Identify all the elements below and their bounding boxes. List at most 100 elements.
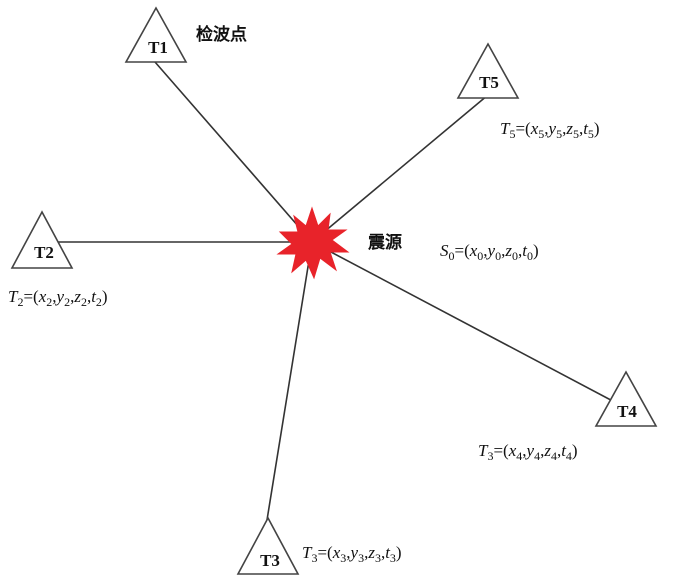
formula-comma: , (562, 119, 566, 138)
formula-var: x (469, 241, 478, 260)
formula-var-subscript: 2 (96, 295, 102, 309)
formula-subscript: 3 (487, 449, 493, 463)
receiver-label-t3: T3 (260, 551, 280, 570)
formula-var: z (367, 543, 375, 562)
formula-close-paren: ) (572, 441, 578, 460)
formula-var-subscript: 4 (566, 449, 572, 463)
formula-subscript: 0 (449, 249, 455, 263)
formula-symbol: T (302, 543, 313, 562)
formula-var-subscript: 4 (551, 449, 557, 463)
formula-comma: , (381, 543, 385, 562)
seismic-source-star (276, 206, 350, 280)
formula-var-subscript: 5 (538, 127, 544, 141)
formula-close-paren: ) (396, 543, 402, 562)
ray-t3 (266, 241, 313, 521)
receiver-caption: 检波点 (196, 24, 247, 45)
formula-t2: T2=(x2,y2,z2,t2) (8, 287, 108, 309)
formula-var: x (38, 287, 47, 306)
formula-var-subscript: 3 (358, 551, 364, 565)
formula-symbol: T (500, 119, 511, 138)
formula-var: y (525, 441, 535, 460)
formula-close-paren: ) (533, 241, 539, 260)
formula-close-paren: ) (594, 119, 600, 138)
formula-var-subscript: 0 (512, 249, 518, 263)
ray-t5 (311, 94, 489, 243)
formula-comma: , (501, 241, 505, 260)
formula-t4: T3=(x4,y4,z4,t4) (478, 441, 578, 463)
formula-var: z (73, 287, 81, 306)
formula-comma: , (557, 441, 561, 460)
receivers (10, 6, 658, 575)
receiver-triangle-t2 (10, 210, 74, 269)
formula-symbol: T (8, 287, 19, 306)
receiver-triangle-t4 (594, 370, 658, 427)
formula-open-paren: =( (317, 543, 333, 562)
formula-var-subscript: 0 (477, 249, 483, 263)
formula-open-paren: =( (23, 287, 39, 306)
formula-var: y (547, 119, 557, 138)
ray-t4 (311, 241, 625, 408)
formula-comma: , (87, 287, 91, 306)
receiver-label-t1: T1 (148, 38, 168, 57)
formula-comma: , (579, 119, 583, 138)
formula-var-subscript: 5 (588, 127, 594, 141)
receiver-triangle-t3 (236, 516, 300, 575)
formula-comma: , (483, 241, 487, 260)
formula-var-subscript: 2 (64, 295, 70, 309)
formula-subscript: 3 (311, 551, 317, 565)
formula-symbol: T (478, 441, 489, 460)
formula-var: x (530, 119, 539, 138)
formula-var: z (504, 241, 512, 260)
formula-t5: T5=(x5,y5,z5,t5) (500, 119, 600, 141)
receiver-label-t4: T4 (617, 402, 637, 421)
formula-subscript: 5 (509, 127, 515, 141)
formula-comma: , (52, 287, 56, 306)
formula-open-paren: =( (515, 119, 531, 138)
formula-var: x (332, 543, 341, 562)
formula-comma: , (346, 543, 350, 562)
formula-var-subscript: 4 (534, 449, 540, 463)
formula-comma: , (518, 241, 522, 260)
formula-close-paren: ) (102, 287, 108, 306)
formula-comma: , (540, 441, 544, 460)
receiver-label-t2: T2 (34, 243, 54, 262)
formula-var-subscript: 3 (390, 551, 396, 565)
formula-comma: , (544, 119, 548, 138)
formula-var: t (583, 119, 589, 138)
formula-var: z (565, 119, 573, 138)
formula-var-subscript: 3 (340, 551, 346, 565)
formula-subscript: 2 (17, 295, 23, 309)
formula-var-subscript: 5 (573, 127, 579, 141)
formula-group: S0=(x0,y0,z0,t0)T2=(x2,y2,z2,t2)T3=(x3,y… (8, 119, 600, 565)
formula-var: t (561, 441, 567, 460)
formula-var: y (486, 241, 496, 260)
formula-var-subscript: 0 (495, 249, 501, 263)
formula-var: t (91, 287, 97, 306)
source-caption: 震源 (367, 232, 402, 253)
formula-comma: , (70, 287, 74, 306)
receiver-label-t5: T5 (479, 73, 499, 92)
formula-var: y (55, 287, 65, 306)
formula-var-subscript: 5 (556, 127, 562, 141)
formula-var-subscript: 2 (46, 295, 52, 309)
ray-t1 (154, 61, 313, 243)
formula-var: z (543, 441, 551, 460)
formula-comma: , (522, 441, 526, 460)
receiver-triangle-t1 (124, 6, 188, 63)
receiver-triangle-t5 (456, 42, 520, 99)
formula-var-subscript: 3 (375, 551, 381, 565)
formula-var-subscript: 0 (527, 249, 533, 263)
formula-var: t (522, 241, 528, 260)
formula-symbol: S (440, 241, 449, 260)
formula-var: t (385, 543, 391, 562)
formula-open-paren: =( (493, 441, 509, 460)
formula-var-subscript: 4 (516, 449, 522, 463)
formula-comma: , (364, 543, 368, 562)
formula-var: x (508, 441, 517, 460)
formula-open-paren: =( (455, 241, 471, 260)
formula-s0: S0=(x0,y0,z0,t0) (440, 241, 539, 263)
ray-paths (54, 61, 625, 521)
formula-t3: T3=(x3,y3,z3,t3) (302, 543, 402, 565)
